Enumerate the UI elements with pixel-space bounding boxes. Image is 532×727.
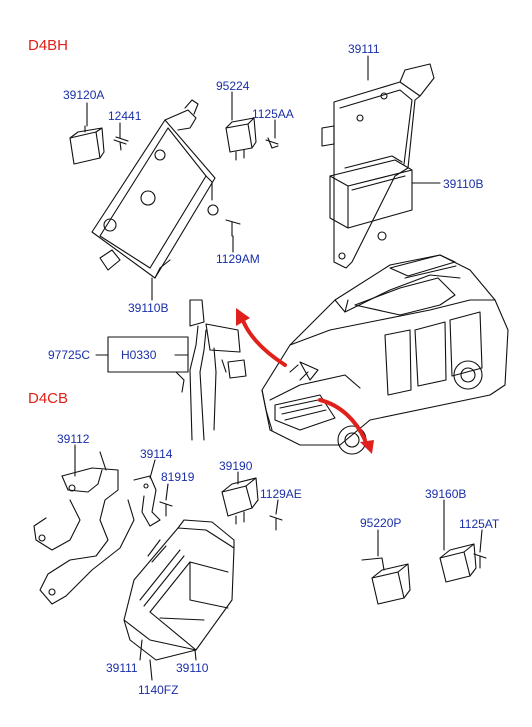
ecu-39110B bbox=[329, 155, 413, 229]
label-39114: 39114 bbox=[140, 447, 173, 461]
label-1125AT: 1125AT bbox=[459, 517, 500, 531]
leader-39114 bbox=[149, 459, 156, 479]
relay-39190 bbox=[221, 477, 259, 525]
bolt-1129AM bbox=[225, 219, 241, 237]
leader-1129AE bbox=[275, 499, 279, 515]
bolt-1125AT bbox=[473, 553, 487, 569]
label-12441: 12441 bbox=[108, 109, 142, 123]
bolt-81919 bbox=[159, 501, 173, 517]
label-1129AE: 1129AE bbox=[260, 487, 302, 501]
section-d4bh: D4BH bbox=[28, 37, 69, 54]
bracket-39111-top bbox=[321, 63, 435, 269]
bolt-12441 bbox=[113, 136, 129, 151]
bracket-39110B-left bbox=[91, 99, 219, 279]
leader-81919 bbox=[165, 483, 169, 501]
leader-1140FZ bbox=[149, 659, 153, 681]
leader-1125AT bbox=[479, 529, 483, 553]
van-illustration bbox=[261, 254, 509, 455]
label-39120A: 39120A bbox=[63, 88, 105, 102]
relay-39120A bbox=[69, 125, 105, 165]
label-95224: 95224 bbox=[216, 79, 250, 93]
bracket-39112 bbox=[33, 451, 135, 605]
label-97725C: 97725C bbox=[48, 348, 91, 362]
label-39190: 39190 bbox=[219, 459, 253, 473]
relay-95224 bbox=[225, 117, 257, 161]
label-1125AA: 1125AA bbox=[252, 107, 294, 121]
relay-95220P bbox=[361, 557, 411, 605]
label-39110B-left: 39110B bbox=[128, 301, 169, 315]
label-39160B: 39160B bbox=[425, 487, 467, 501]
label-1140FZ: 1140FZ bbox=[138, 683, 179, 697]
label-39111-bottom: 39111 bbox=[106, 661, 138, 675]
label-81919: 81919 bbox=[161, 470, 195, 484]
leader-39110 bbox=[194, 649, 197, 661]
label-39112: 39112 bbox=[57, 432, 90, 446]
label-H0330: H0330 bbox=[121, 348, 157, 362]
label-39111-top: 39111 bbox=[348, 42, 380, 56]
label-39110B-right: 39110B bbox=[443, 177, 484, 191]
label-39110: 39110 bbox=[176, 661, 209, 675]
bolt-1129AE bbox=[269, 515, 283, 531]
bolt-1125AA bbox=[265, 137, 279, 149]
label-1129AM: 1129AM bbox=[216, 252, 260, 266]
location-arrows bbox=[236, 308, 374, 454]
ecu-39110 bbox=[123, 519, 235, 661]
label-95220P: 95220P bbox=[360, 516, 402, 530]
leader-39111-bottom bbox=[139, 639, 143, 661]
harness-97725C bbox=[175, 299, 247, 441]
section-d4cb: D4CB bbox=[28, 390, 69, 407]
bracket-39114 bbox=[133, 475, 161, 527]
relay-39160B bbox=[439, 529, 477, 583]
